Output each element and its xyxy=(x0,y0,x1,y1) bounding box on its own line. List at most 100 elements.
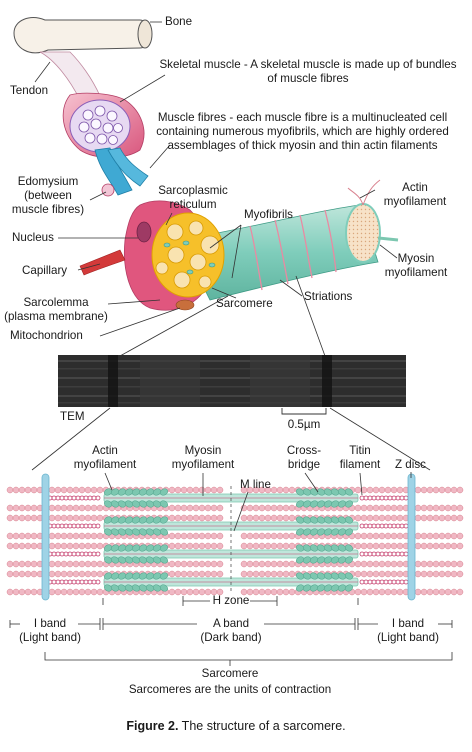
titin-coil xyxy=(87,551,93,557)
actin-bead xyxy=(180,514,188,522)
label-edomysium-3: muscle fibres) xyxy=(11,203,85,216)
actin-bead xyxy=(282,542,290,550)
actin-bead xyxy=(48,570,56,578)
actin-bead xyxy=(390,588,398,596)
myofibril-end xyxy=(345,203,381,263)
actin-bead xyxy=(432,504,440,512)
actin-bead xyxy=(66,486,74,494)
myosin-wisp xyxy=(377,236,399,242)
label-edomysium-1: Edomysium xyxy=(17,175,79,188)
actin-bead xyxy=(264,542,272,550)
myosin-head xyxy=(323,516,333,524)
myosin-head xyxy=(330,544,340,552)
titin-coil xyxy=(395,579,401,585)
label-capillary: Capillary xyxy=(22,264,68,277)
titin-coil xyxy=(359,551,365,557)
titin-coil xyxy=(83,523,89,529)
myosin-head xyxy=(316,584,326,592)
actin-bead xyxy=(72,532,80,540)
actin-bead xyxy=(186,532,194,540)
myosin-head xyxy=(152,556,162,564)
myosin-head xyxy=(159,544,169,552)
myosin-head xyxy=(117,500,127,508)
actin-bead xyxy=(216,560,224,568)
actin-bead xyxy=(66,570,74,578)
actin-bead xyxy=(12,570,20,578)
actin-bead xyxy=(372,588,380,596)
titin-coil xyxy=(75,495,81,501)
actin-bead xyxy=(276,514,284,522)
actin-bead xyxy=(30,486,38,494)
actin-bead xyxy=(264,514,272,522)
actin-bead xyxy=(426,588,434,596)
muscle-fibres-leader xyxy=(149,144,171,169)
myosin-head xyxy=(302,488,312,496)
actin-bead xyxy=(54,570,62,578)
actin-bead xyxy=(396,532,404,540)
titin-coil xyxy=(403,551,409,557)
actin-bead xyxy=(198,570,206,578)
actin-bead xyxy=(432,486,440,494)
myosin-head xyxy=(103,544,113,552)
actin-bead xyxy=(12,532,20,540)
titin-coil xyxy=(399,551,405,557)
actin-bead xyxy=(204,504,212,512)
actin-bead xyxy=(288,486,296,494)
actin-bead xyxy=(414,570,422,578)
actin-bead xyxy=(78,588,86,596)
label-bone: Bone xyxy=(165,15,193,28)
z-disc-right xyxy=(407,473,416,601)
actin-bead xyxy=(354,542,362,550)
actin-bead xyxy=(54,588,62,596)
actin-bead xyxy=(174,504,182,512)
label-units: Sarcomeres are the units of contraction xyxy=(128,683,332,696)
actin-bead xyxy=(6,504,14,512)
actin-bead xyxy=(246,514,254,522)
actin-bead xyxy=(84,560,92,568)
myosin-head xyxy=(302,572,312,580)
titin-coil xyxy=(379,579,385,585)
actin-bead xyxy=(420,542,428,550)
actin-bead xyxy=(432,514,440,522)
actin-bead xyxy=(420,570,428,578)
actin-bead xyxy=(48,588,56,596)
myosin-head xyxy=(337,584,347,592)
myosin-head xyxy=(295,488,305,496)
actin-bead xyxy=(420,514,428,522)
myosin-head xyxy=(309,544,319,552)
myosin-head xyxy=(344,544,354,552)
label-aband-1: A band xyxy=(212,617,250,630)
actin-bead xyxy=(186,570,194,578)
actin-bead xyxy=(180,486,188,494)
actin-wisp xyxy=(362,179,381,206)
actin-bead xyxy=(282,514,290,522)
myosin-head xyxy=(316,516,326,524)
actin-bead xyxy=(450,504,458,512)
myosin-head xyxy=(145,500,155,508)
actin-bead xyxy=(384,560,392,568)
titin-coil xyxy=(55,579,61,585)
actin-bead xyxy=(360,504,368,512)
titin-coil xyxy=(67,551,73,557)
actin-bead xyxy=(210,504,218,512)
titin-coil xyxy=(71,495,77,501)
titin-coil xyxy=(87,579,93,585)
myosin-head xyxy=(152,516,162,524)
titin-coil xyxy=(391,579,397,585)
actin-bead xyxy=(450,532,458,540)
myosin-head xyxy=(302,516,312,524)
actin-bead xyxy=(438,486,446,494)
actin-bead xyxy=(60,486,68,494)
titin-coil xyxy=(399,523,405,529)
actin-bead xyxy=(168,532,176,540)
label-titin-1: Titin xyxy=(349,444,371,457)
actin-bead xyxy=(240,514,248,522)
myosin-head xyxy=(117,516,127,524)
actin-bead xyxy=(378,486,386,494)
myosin-head xyxy=(145,516,155,524)
actin-bead xyxy=(258,504,266,512)
myosin-head xyxy=(295,516,305,524)
titin-coil xyxy=(375,551,381,557)
label-myosin-bottom-2: myofilament xyxy=(171,458,235,471)
myosin-head xyxy=(145,556,155,564)
